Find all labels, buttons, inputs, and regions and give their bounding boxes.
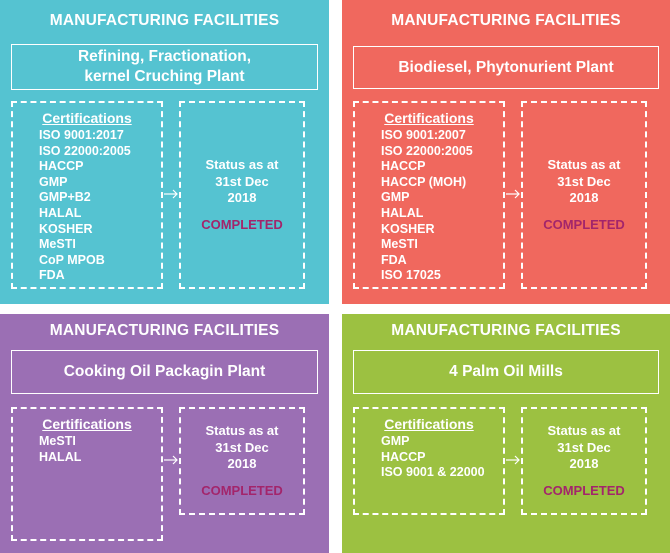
certifications-title: Certifications bbox=[384, 416, 474, 432]
certification-item: HALAL bbox=[39, 449, 82, 464]
completed-label: COMPLETED bbox=[201, 482, 283, 498]
certifications-title: Certifications bbox=[42, 110, 132, 126]
certification-item: MeSTI bbox=[39, 434, 76, 448]
certification-item: HACCP bbox=[39, 159, 84, 174]
certification-item: GMP bbox=[39, 174, 68, 189]
certifications-title: Certifications bbox=[42, 416, 132, 432]
facility-panel-cooking-oil: MANUFACTURING FACILITIES Cooking Oil Pac… bbox=[0, 314, 329, 553]
certification-item: HACCP bbox=[381, 159, 426, 174]
certification-item: MeSTI bbox=[381, 237, 418, 252]
certification-item: ISO 22000:2005 bbox=[381, 143, 473, 158]
panel-title: MANUFACTURING FACILITIES bbox=[49, 12, 280, 29]
status-text: Status as at 31st Dec 2018 bbox=[547, 157, 621, 205]
certification-item: MeSTI bbox=[39, 237, 76, 252]
status-text: Status as at 31st Dec 2018 bbox=[547, 423, 621, 471]
certification-item: ISO 22000:2005 bbox=[39, 143, 131, 158]
certification-item: GMP bbox=[381, 434, 410, 448]
status-text: Status as at 31st Dec 2018 bbox=[205, 423, 279, 471]
completed-label: COMPLETED bbox=[543, 216, 625, 232]
completed-label: COMPLETED bbox=[543, 482, 625, 498]
panel-title: MANUFACTURING FACILITIES bbox=[49, 322, 280, 339]
certification-item: CoP MPOB bbox=[39, 252, 105, 267]
certification-item: FDA bbox=[39, 268, 65, 283]
plant-name-box: Biodiesel, Phytonurient Plant bbox=[353, 46, 659, 89]
arrow-right-icon bbox=[506, 455, 520, 465]
certification-item: GMP bbox=[381, 190, 410, 205]
certification-item: HACCP (MOH) bbox=[381, 174, 467, 189]
facility-panel-refining: MANUFACTURING FACILITIES Refining, Fract… bbox=[0, 0, 329, 304]
completed-label: COMPLETED bbox=[201, 216, 283, 232]
facility-panel-palm-oil-mills: MANUFACTURING FACILITIES 4 Palm Oil Mill… bbox=[342, 314, 670, 553]
plant-name-box: Cooking Oil Packagin Plant bbox=[11, 350, 318, 394]
certification-item: HACCP bbox=[381, 449, 426, 464]
certification-item: ISO 9001:2007 bbox=[381, 128, 466, 142]
certifications-title: Certifications bbox=[384, 110, 474, 126]
plant-name: Refining, Fractionation, kernel Cruching… bbox=[77, 48, 252, 85]
certification-item: ISO 9001:2017 bbox=[39, 128, 124, 142]
certification-item: GMP+B2 bbox=[39, 190, 91, 205]
arrow-right-icon bbox=[164, 455, 178, 465]
certification-item: KOSHER bbox=[39, 221, 93, 236]
panel-title: MANUFACTURING FACILITIES bbox=[391, 322, 621, 339]
plant-name-box: 4 Palm Oil Mills bbox=[353, 350, 659, 394]
plant-name: 4 Palm Oil Mills bbox=[449, 363, 563, 380]
plant-name: Biodiesel, Phytonurient Plant bbox=[398, 58, 614, 76]
certification-item: KOSHER bbox=[381, 221, 435, 236]
status-box: Status as at 31st Dec 2018 COMPLETED bbox=[521, 101, 647, 289]
status-text: Status as at 31st Dec 2018 bbox=[205, 157, 279, 205]
status-box: Status as at 31st Dec 2018 COMPLETED bbox=[179, 407, 305, 515]
certification-item: HALAL bbox=[39, 205, 82, 220]
arrow-right-icon bbox=[506, 189, 520, 199]
status-box: Status as at 31st Dec 2018 COMPLETED bbox=[179, 101, 305, 289]
panel-title: MANUFACTURING FACILITIES bbox=[391, 12, 621, 29]
plant-name-box: Refining, Fractionation, kernel Cruching… bbox=[11, 44, 318, 90]
arrow-right-icon bbox=[164, 189, 178, 199]
certification-item: FDA bbox=[381, 252, 407, 267]
facility-panel-biodiesel: MANUFACTURING FACILITIES Biodiesel, Phyt… bbox=[342, 0, 670, 304]
plant-name: Cooking Oil Packagin Plant bbox=[63, 363, 266, 380]
certification-item: HALAL bbox=[381, 205, 424, 220]
certification-item: ISO 17025 bbox=[381, 268, 441, 283]
certification-item: ISO 9001 & 22000 bbox=[381, 465, 485, 480]
status-box: Status as at 31st Dec 2018 COMPLETED bbox=[521, 407, 647, 515]
